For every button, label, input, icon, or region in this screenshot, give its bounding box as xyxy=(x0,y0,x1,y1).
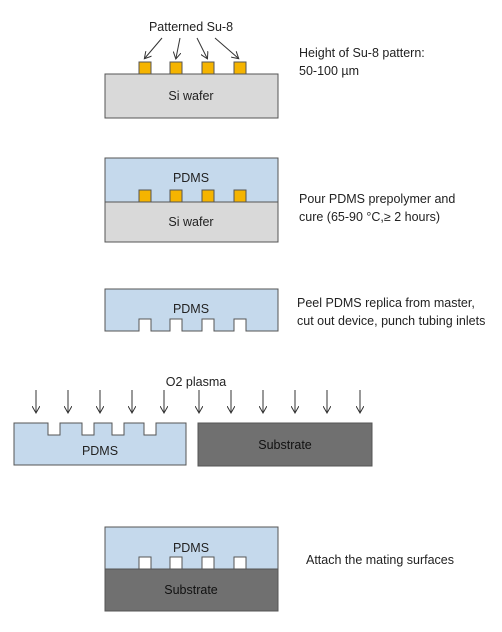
pdms-label: PDMS xyxy=(173,171,209,185)
substrate-label: Substrate xyxy=(164,583,218,597)
su8-feature xyxy=(138,189,152,203)
si-wafer-label: Si wafer xyxy=(168,215,213,229)
description-line: Attach the mating surfaces xyxy=(306,553,454,567)
step-3-pdms-replica: PDMS xyxy=(104,288,279,332)
su8-feature xyxy=(201,189,215,203)
step-3-description: Peel PDMS replica from master, cut out d… xyxy=(297,294,485,330)
description-line: Peel PDMS replica from master, xyxy=(297,296,475,310)
channel xyxy=(169,556,183,570)
description-line: 50-100 µm xyxy=(299,64,360,78)
su8-feature xyxy=(233,61,247,75)
description-line: Pour PDMS prepolymer and xyxy=(299,192,456,206)
substrate xyxy=(104,568,279,612)
su8-feature xyxy=(138,61,152,75)
pdms-layer xyxy=(104,157,279,203)
pdms-label: PDMS xyxy=(173,541,209,555)
channel xyxy=(201,556,215,570)
su8-callout-arrows xyxy=(145,37,238,58)
step-1-patterned-master: Patterned Su-8 Si wafer xyxy=(104,20,279,119)
pdms-inverted xyxy=(13,422,187,466)
description-line: cut out device, punch tubing inlets xyxy=(297,314,486,328)
su8-callout-label: Patterned Su-8 xyxy=(149,20,233,34)
step-5-bonded-device: PDMS Substrate xyxy=(104,526,279,612)
su8-feature xyxy=(169,189,183,203)
si-wafer xyxy=(104,73,279,119)
pdms-layer xyxy=(104,526,279,570)
o2-plasma-label: O2 plasma xyxy=(166,375,226,389)
step-1-description: Height of Su-8 pattern: 50-100 µm xyxy=(299,44,425,80)
su8-feature xyxy=(233,189,247,203)
su8-feature xyxy=(201,61,215,75)
channel xyxy=(138,556,152,570)
step-2-pour-pdms: PDMS Si wafer xyxy=(104,157,279,243)
pdms-label: PDMS xyxy=(173,302,209,316)
substrate xyxy=(197,422,373,467)
si-wafer xyxy=(104,201,279,243)
si-wafer-label: Si wafer xyxy=(168,89,213,103)
step-4-o2-plasma: O2 plasma PDMS Substrate xyxy=(13,375,373,467)
substrate-label: Substrate xyxy=(258,438,312,452)
pdms-label: PDMS xyxy=(82,444,118,458)
pdms-replica xyxy=(104,288,279,332)
su8-feature xyxy=(169,61,183,75)
step-5-description: Attach the mating surfaces xyxy=(306,551,454,569)
step-2-description: Pour PDMS prepolymer and cure (65-90 °C,… xyxy=(299,190,455,226)
description-line: cure (65-90 °C,≥ 2 hours) xyxy=(299,210,441,224)
plasma-arrows xyxy=(36,390,360,412)
description-line: Height of Su-8 pattern: xyxy=(299,46,425,60)
channel xyxy=(233,556,247,570)
